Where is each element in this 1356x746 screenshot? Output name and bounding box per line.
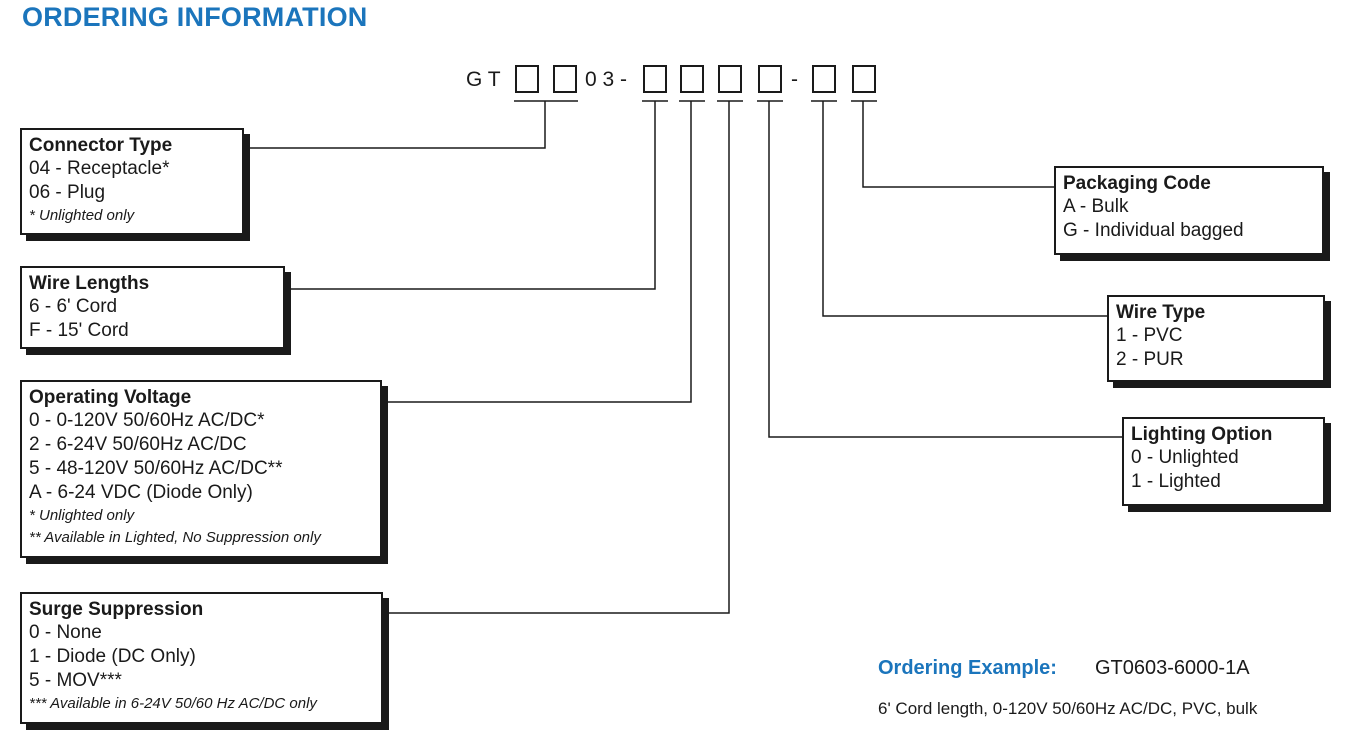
code-middle: 0 3 - <box>585 68 628 91</box>
wire-type-header: Wire Type <box>1116 302 1206 323</box>
connector-type-leader <box>242 101 546 149</box>
wire-lengths-option: 6 - 6' Cord <box>29 296 118 317</box>
code-dash: - <box>791 68 798 91</box>
code-slot-connector-1 <box>515 65 539 93</box>
wire-lengths-header: Wire Lengths <box>29 273 150 294</box>
surge-suppression-option: 0 - None <box>29 622 102 643</box>
wire-type-option: 2 - PUR <box>1116 349 1184 370</box>
wire-type-option: 1 - PVC <box>1116 325 1183 346</box>
packaging-code-header: Packaging Code <box>1063 173 1211 194</box>
packaging-code-leader <box>862 101 1056 188</box>
wire-lengths-leader <box>284 101 656 290</box>
operating-voltage-option: A - 6-24 VDC (Diode Only) <box>29 482 253 503</box>
surge-suppression-header: Surge Suppression <box>29 599 204 620</box>
code-slot-wire-type <box>812 65 836 93</box>
lighting-option-option: 0 - Unlighted <box>1131 447 1239 468</box>
code-slot-suppression <box>718 65 742 93</box>
operating-voltage-option: 2 - 6-24V 50/60Hz AC/DC <box>29 434 247 455</box>
packaging-code-option: A - Bulk <box>1063 196 1129 217</box>
wire-type-box: Wire Type 1 - PVC 2 - PUR <box>1107 295 1325 382</box>
page-title: ORDERING INFORMATION <box>22 2 368 32</box>
lighting-option-box: Lighting Option 0 - Unlighted 1 - Lighte… <box>1122 417 1325 506</box>
code-slot-voltage <box>680 65 704 93</box>
ordering-example-code: GT0603-6000-1A <box>1095 657 1250 679</box>
operating-voltage-option: 0 - 0-120V 50/60Hz AC/DC* <box>29 410 265 431</box>
code-prefix: G T <box>466 68 501 91</box>
packaging-code-box: Packaging Code A - Bulk G - Individual b… <box>1054 166 1324 255</box>
operating-voltage-box: Operating Voltage 0 - 0-120V 50/60Hz AC/… <box>20 380 382 558</box>
operating-voltage-note: * Unlighted only <box>29 507 135 524</box>
wire-lengths-box: Wire Lengths 6 - 6' Cord F - 15' Cord <box>20 266 285 349</box>
operating-voltage-note: ** Available in Lighted, No Suppression … <box>29 529 321 546</box>
wire-lengths-option: F - 15' Cord <box>29 320 129 341</box>
connector-type-option: 06 - Plug <box>29 182 106 203</box>
code-slot-packaging <box>852 65 876 93</box>
ordering-example-description: 6' Cord length, 0-120V 50/60Hz AC/DC, PV… <box>878 699 1258 718</box>
code-slot-wire-length <box>643 65 667 93</box>
lighting-option-leader <box>768 101 1124 438</box>
operating-voltage-header: Operating Voltage <box>29 387 192 408</box>
surge-suppression-option: 1 - Diode (DC Only) <box>29 646 196 667</box>
lighting-option-header: Lighting Option <box>1131 424 1273 445</box>
code-slot-connector-2 <box>553 65 577 93</box>
code-slot-lighting <box>758 65 782 93</box>
connector-type-option: 04 - Receptacle* <box>29 158 170 179</box>
lighting-option-option: 1 - Lighted <box>1131 471 1221 492</box>
operating-voltage-leader <box>382 101 692 403</box>
surge-suppression-note: *** Available in 6-24V 50/60 Hz AC/DC on… <box>29 695 317 712</box>
connector-type-header: Connector Type <box>29 135 173 156</box>
connector-type-box: Connector Type 04 - Receptacle* 06 - Plu… <box>20 128 244 235</box>
surge-suppression-box: Surge Suppression 0 - None 1 - Diode (DC… <box>20 592 383 724</box>
ordering-example-label: Ordering Example: <box>878 657 1057 679</box>
packaging-code-option: G - Individual bagged <box>1063 220 1244 241</box>
operating-voltage-option: 5 - 48-120V 50/60Hz AC/DC** <box>29 458 283 479</box>
connector-type-note: * Unlighted only <box>29 207 135 224</box>
surge-suppression-leader <box>383 101 730 614</box>
surge-suppression-option: 5 - MOV*** <box>29 670 122 691</box>
wire-type-leader <box>822 101 1108 317</box>
